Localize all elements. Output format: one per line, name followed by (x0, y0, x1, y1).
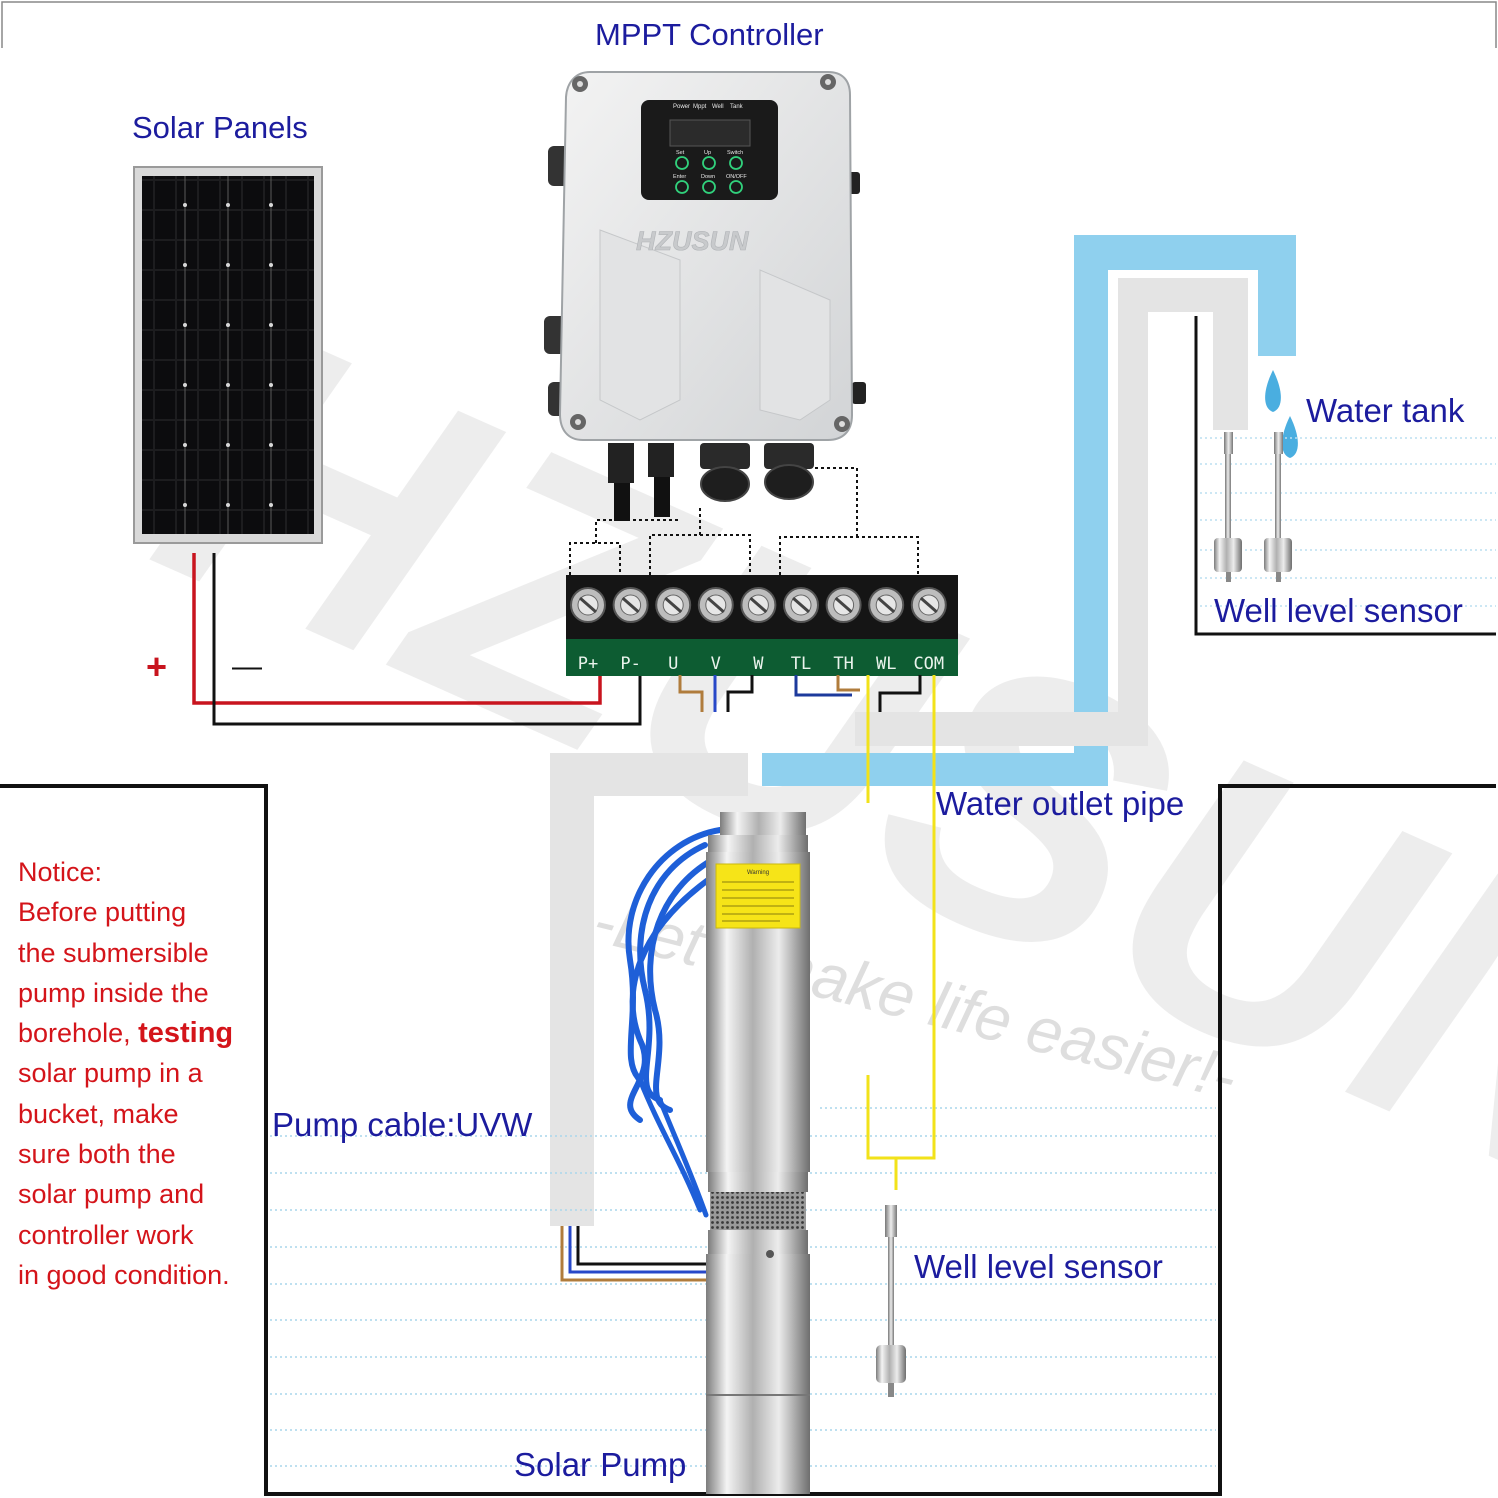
terminal-screw (612, 587, 649, 623)
sensor-wires (794, 675, 936, 1190)
led-label: Tank (730, 104, 744, 110)
notice-line: sure both the (18, 1139, 176, 1170)
pump-cable-label: Pump cable:UVW (272, 1106, 533, 1143)
key-label: Up (704, 150, 711, 156)
mppt-controller-unit: Power Mppt Well Tank Set Up Switch Enter… (544, 71, 866, 521)
terminal-screw (697, 587, 734, 623)
notice-text: Notice: Before putting the submersible pump… (18, 852, 268, 1295)
notice-emphasis: testing (138, 1017, 234, 1050)
positive-sign: + (146, 646, 168, 687)
water-tank-outline (1194, 316, 1496, 636)
terminal-label: TL (791, 654, 811, 674)
led-label: Well (712, 104, 724, 110)
pump-cable-wires (560, 675, 754, 1282)
led-label: Mppt (693, 104, 707, 110)
notice-line: Before putting (18, 897, 187, 928)
key-label: ON/OFF (726, 174, 747, 180)
notice-line: pump inside the (18, 977, 209, 1008)
borehole-float-sensor (876, 1205, 906, 1397)
key-label: Down (701, 174, 715, 180)
terminal-screw (868, 587, 905, 623)
solar-panels-label: Solar Panels (132, 110, 308, 145)
notice-line: solar pump and (18, 1179, 205, 1210)
mppt-controller-label: MPPT Controller (595, 17, 824, 52)
water-tank-label: Water tank (1306, 392, 1465, 429)
key-label: Enter (673, 174, 686, 180)
terminal-label: U (668, 654, 678, 674)
water-outlet-pipe (550, 235, 1296, 1226)
terminal-label: COM (913, 654, 944, 674)
controller-brand-logo: HZUSUN (636, 226, 749, 256)
terminal-labels: P+ P- U V W TL TH WL COM (578, 654, 944, 674)
led-label: Power (673, 104, 690, 110)
terminal-label: TH (833, 654, 853, 674)
internal-dotted-connections (569, 467, 919, 575)
terminal-label: P- (620, 654, 640, 674)
water-drop-icon (1282, 416, 1298, 458)
key-label: Set (676, 150, 685, 156)
dc-connectors (608, 443, 674, 521)
notice-line: Notice: (18, 857, 103, 887)
terminal-screw (825, 587, 862, 623)
water-outlet-pipe-label: Water outlet pipe (936, 785, 1185, 822)
negative-wire (212, 553, 642, 726)
terminal-label: V (711, 654, 721, 674)
panel-key-labels: Set Up Switch Enter Down ON/OFF (673, 150, 747, 180)
terminal-screw (910, 587, 947, 623)
notice-line: controller work (18, 1219, 194, 1250)
notice-line: borehole, testing (18, 1017, 234, 1050)
notice-line: the submersible (18, 937, 209, 968)
tank-float-sensor (1264, 432, 1292, 582)
tank-float-sensor (1214, 432, 1242, 582)
terminal-screw (655, 587, 692, 623)
notice-line: solar pump in a (18, 1058, 203, 1089)
water-tank-water-lines (1200, 437, 1496, 607)
top-frame (1, 1, 1497, 48)
terminal-label: P+ (578, 654, 598, 674)
positive-wire (192, 553, 602, 705)
notice-line: bucket, make (18, 1098, 179, 1129)
tank-well-level-sensor-label: Well level sensor (1214, 592, 1463, 629)
pump-warning-text: Warning (747, 870, 769, 876)
borehole-water-lines (270, 1107, 1216, 1467)
solar-pump-label: Solar Pump (514, 1446, 687, 1483)
terminal-label: WL (876, 654, 896, 674)
terminal-screws (570, 587, 947, 623)
solar-panel (133, 166, 323, 544)
submersible-pump: Warning (706, 812, 810, 1494)
key-label: Switch (727, 150, 743, 156)
terminal-screw (740, 587, 777, 623)
cable-glands (700, 443, 814, 502)
bore-well-level-sensor-label: Well level sensor (914, 1248, 1163, 1285)
water-drop-icon (1265, 370, 1281, 412)
pump-cable-coil (625, 827, 723, 1218)
terminal-label: W (753, 654, 764, 674)
notice-line: in good condition. (18, 1259, 230, 1290)
panel-led-labels: Power Mppt Well Tank (673, 104, 744, 110)
terminal-screw (570, 587, 606, 623)
terminal-screw (783, 587, 819, 623)
negative-sign: — (232, 650, 262, 683)
